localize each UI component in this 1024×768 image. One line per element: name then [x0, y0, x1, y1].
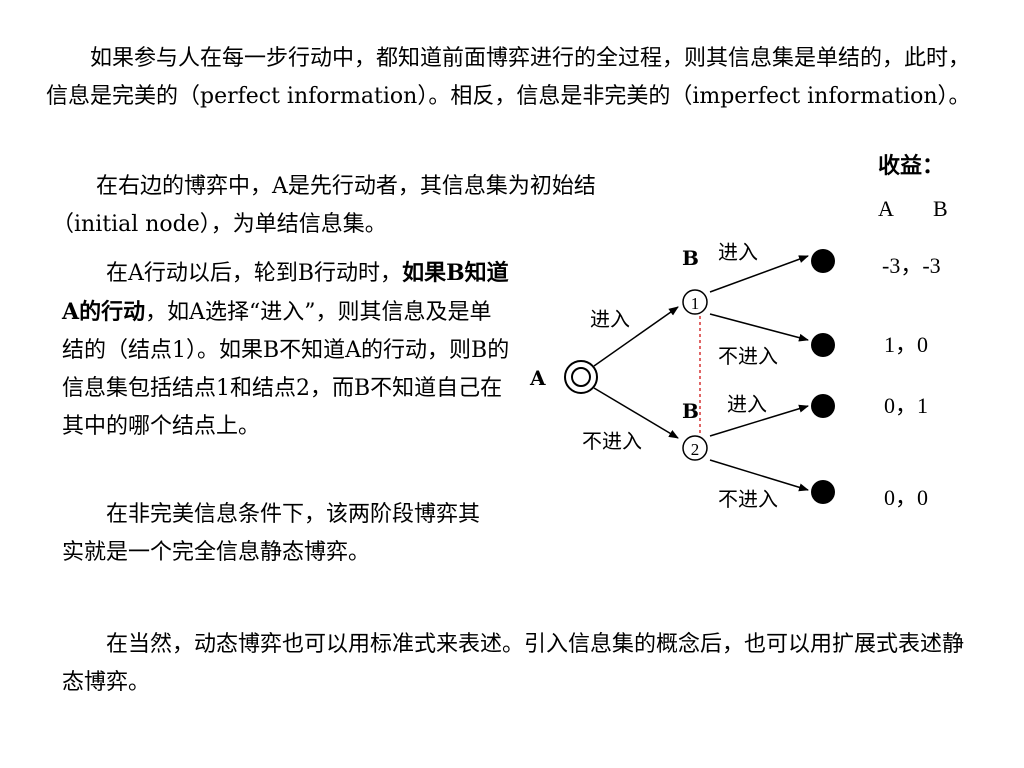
p3-text-a: 在A行动以后，轮到B行动时， [106, 261, 403, 286]
node-2-label: 2 [691, 440, 700, 459]
payoff-title: 收益： [878, 153, 945, 179]
terminal-node-1 [811, 249, 835, 273]
payoff-row-3: 0，1 [884, 393, 929, 418]
payoff-row-2: 1，0 [884, 332, 929, 357]
player-b-label-top: B [682, 246, 699, 270]
b1-not-enter-label: 不进入 [718, 344, 778, 368]
p3-text-b: ，如A选择“进入”，则其信息及是单结的（结点1）。如果B不知道A的行动，则B的信… [62, 300, 510, 439]
payoff-row-4: 0，0 [884, 485, 929, 510]
node-1-label: 1 [691, 294, 700, 313]
edge-a-enter [593, 306, 679, 367]
payoff-header-a: A [878, 196, 894, 221]
paragraph-b-information: 在A行动以后，轮到B行动时，如果B知道A的行动，如A选择“进入”，则其信息及是单… [62, 254, 512, 446]
terminal-node-2 [811, 333, 835, 357]
edge-b2-not-enter [709, 459, 809, 492]
player-b-label-bottom: B [682, 399, 699, 423]
paragraph-normal-form: 在当然，动态博弈也可以用标准式来表述。引入信息集的概念后，也可以用扩展式表述静态… [62, 632, 965, 695]
p3-bold-text: 如果B知道A的行动 [62, 260, 509, 325]
b1-enter-label: 进入 [718, 240, 758, 264]
paragraph-initial-node: 在右边的博弈中，A是先行动者，其信息集为初始结（initial node），为单… [52, 174, 596, 237]
paragraph-perfect-information: 如果参与人在每一步行动中，都知道前面博弈进行的全过程，则其信息集是单结的，此时，… [46, 46, 971, 109]
edge-b2-enter [709, 404, 809, 437]
node-2 [682, 435, 708, 461]
edge-b1-not-enter [709, 313, 809, 342]
terminal-node-3 [811, 394, 835, 418]
b2-enter-label: 进入 [727, 392, 767, 416]
payoff-row-1: -3，-3 [882, 253, 941, 278]
node-a-inner [571, 367, 591, 387]
paragraph-static-game: 在非完美信息条件下，该两阶段博弈其实就是一个完全信息静态博弈。 [62, 502, 481, 565]
player-a-label: A [530, 366, 546, 390]
node-1 [682, 289, 708, 315]
a-enter-label: 进入 [590, 307, 630, 331]
a-not-enter-label: 不进入 [582, 429, 642, 453]
b2-not-enter-label: 不进入 [718, 487, 778, 511]
edge-a-not-enter [593, 387, 679, 439]
payoff-header-b: B [933, 196, 948, 221]
terminal-node-4 [811, 480, 835, 504]
edge-b1-enter [709, 255, 809, 293]
